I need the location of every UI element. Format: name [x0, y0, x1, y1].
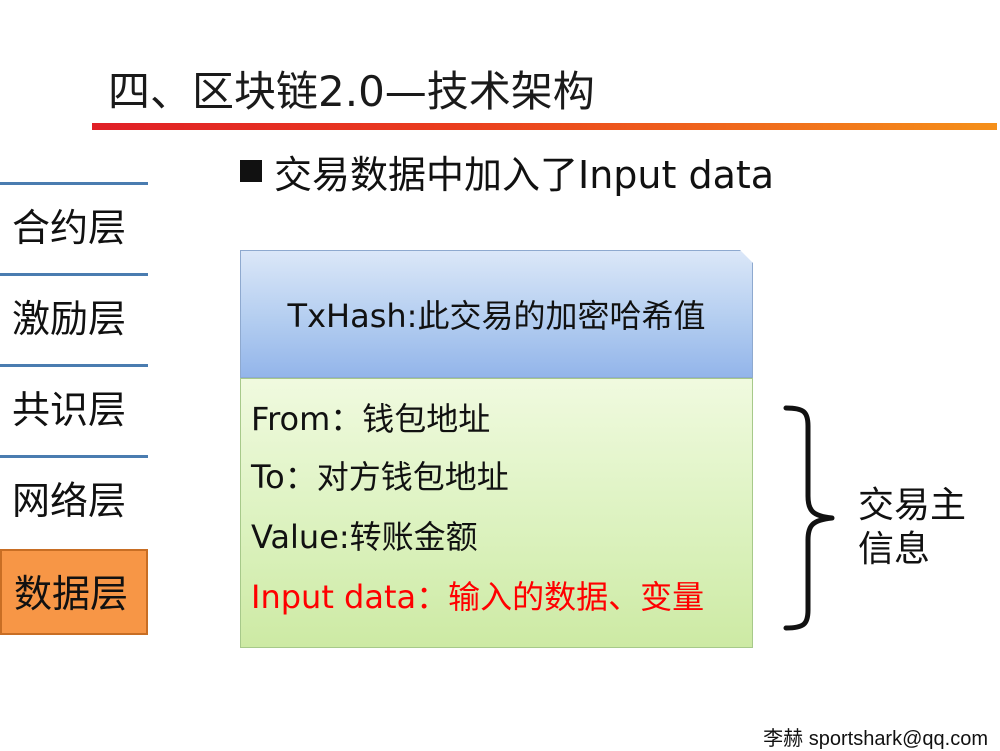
layer-label: 合约层: [12, 206, 127, 250]
main-info-line2: 信息: [858, 529, 931, 570]
txhash-label: TxHash:此交易的加密哈希值: [287, 297, 706, 335]
layer-sidebar: 合约层 激励层 共识层 网络层 数据层: [0, 182, 148, 635]
bullet-point: 交易数据中加入了Input data: [240, 146, 775, 197]
layer-network: 网络层: [0, 455, 148, 546]
from-field: From：钱包地址: [251, 400, 491, 438]
title-underline: [92, 123, 997, 130]
to-field: To：对方钱包地址: [251, 458, 509, 496]
layer-consensus: 共识层: [0, 364, 148, 455]
footer-credit: 李赫 sportshark@qq.com: [763, 728, 988, 750]
layer-data-active: 数据层: [0, 549, 148, 635]
bullet-text: 交易数据中加入了Input data: [274, 152, 775, 197]
layer-label: 网络层: [12, 479, 127, 523]
txhash-header-box: TxHash:此交易的加密哈希值: [240, 250, 753, 378]
layer-label: 数据层: [14, 572, 129, 616]
slide-title: 四、区块链2.0—技术架构: [108, 67, 595, 116]
main-info-label: 交易主 信息: [858, 484, 966, 572]
main-info-line1: 交易主: [858, 485, 967, 526]
value-field: Value:转账金额: [251, 518, 478, 556]
layer-label: 激励层: [12, 297, 127, 341]
right-curly-brace-icon: [783, 405, 835, 631]
transaction-body-box: From：钱包地址 To：对方钱包地址 Value:转账金额 Input dat…: [240, 378, 753, 648]
layer-incentive: 激励层: [0, 273, 148, 364]
layer-contract: 合约层: [0, 182, 148, 273]
square-bullet-icon: [240, 160, 262, 182]
layer-label: 共识层: [12, 388, 127, 432]
input-data-field: Input data：输入的数据、变量: [251, 578, 705, 616]
